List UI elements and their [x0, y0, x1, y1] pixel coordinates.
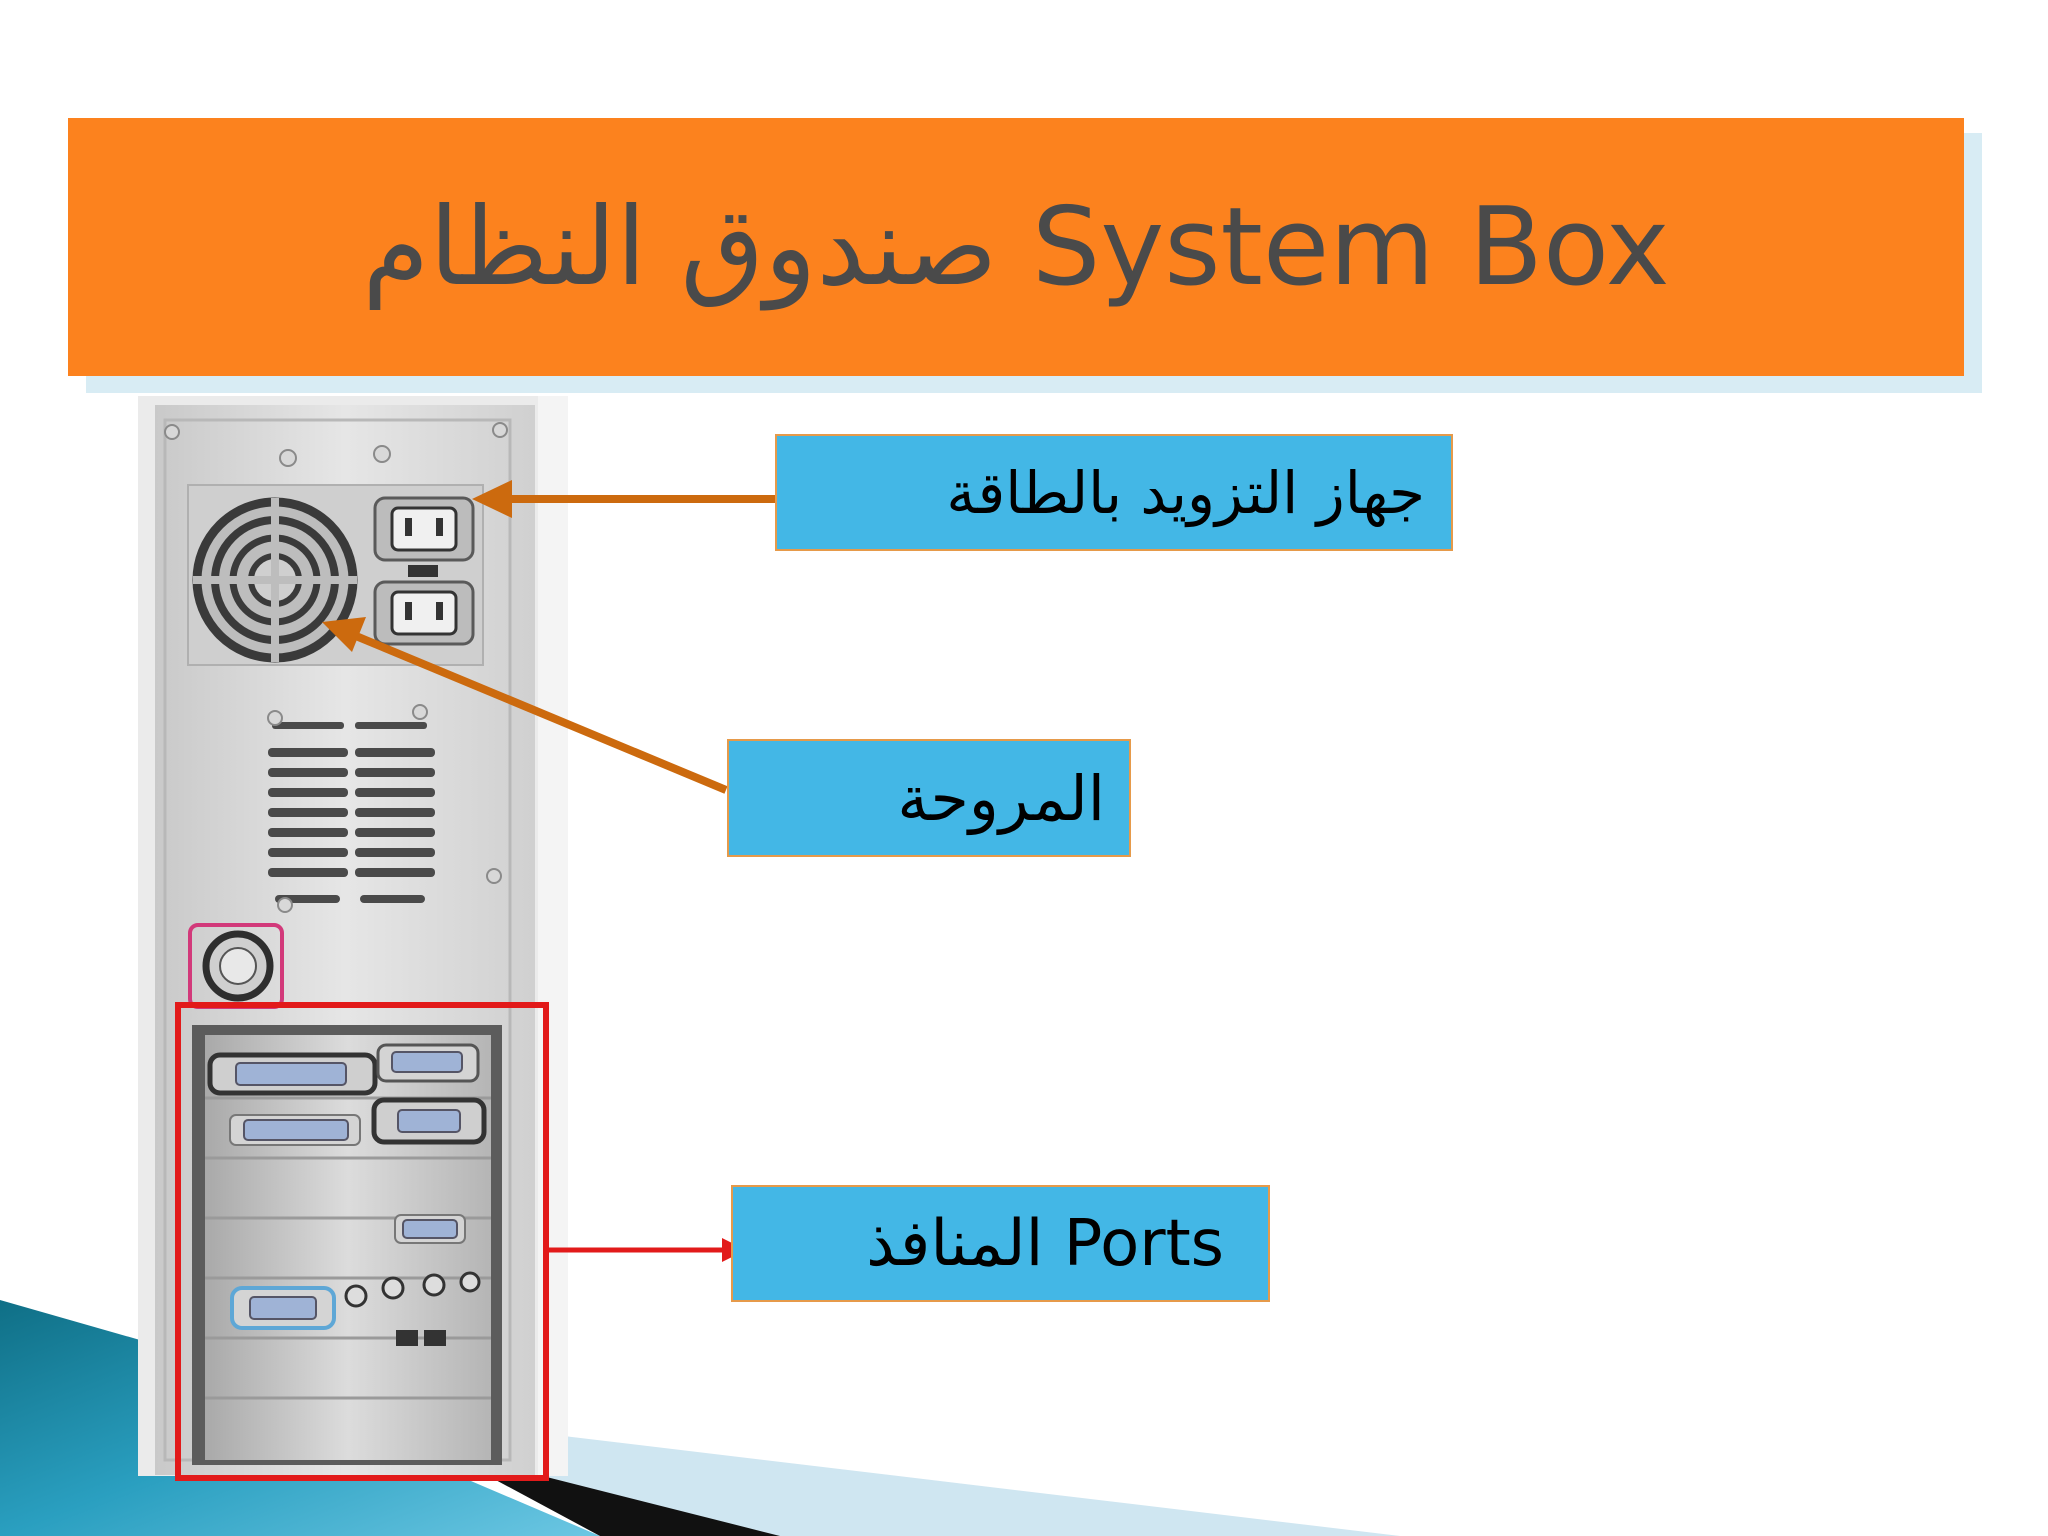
power-supply-label: جهاز التزويد بالطاقة — [775, 434, 1453, 551]
fan-arrow — [354, 632, 728, 794]
ports-label-text: المنافذ Ports — [866, 1206, 1224, 1281]
fan-label: المروحة — [727, 739, 1131, 857]
title-bar: صندوق النظام System Box — [68, 118, 1964, 376]
fan-arrowhead — [322, 617, 366, 652]
slide-title: صندوق النظام System Box — [362, 184, 1670, 310]
ports-highlight-box — [175, 1002, 549, 1481]
power-supply-label-text: جهاز التزويد بالطاقة — [946, 458, 1425, 527]
power-supply-arrowhead — [472, 480, 512, 518]
ports-label: المنافذ Ports — [731, 1185, 1270, 1302]
fan-label-text: المروحة — [897, 761, 1105, 835]
